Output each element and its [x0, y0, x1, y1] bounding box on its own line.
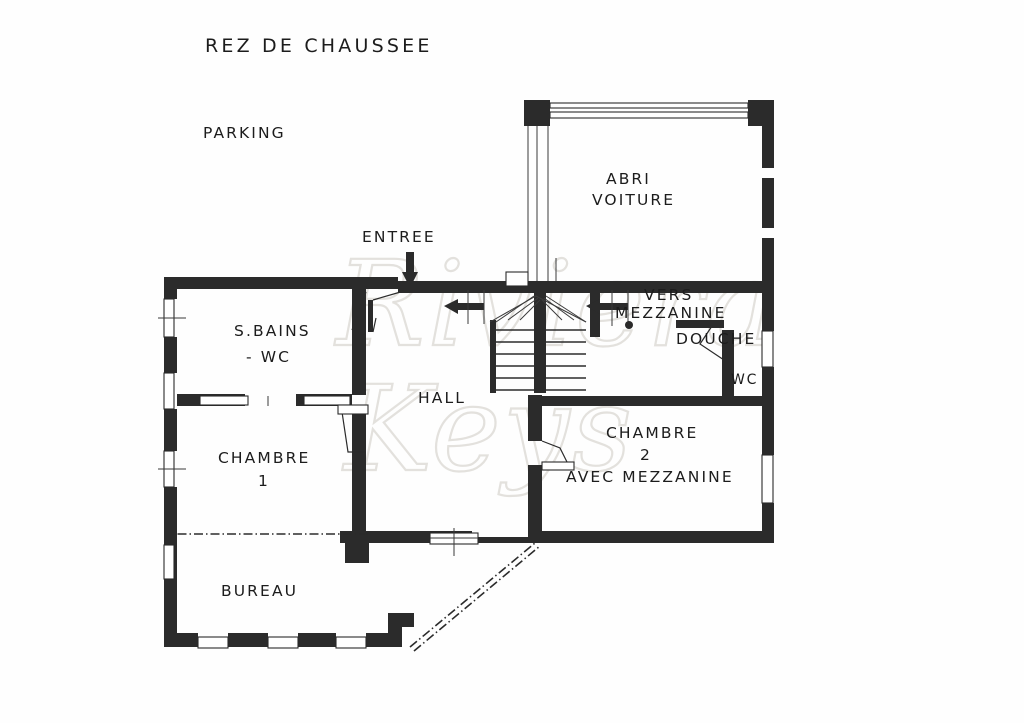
- watermark-line2: Keys: [342, 360, 634, 498]
- window-left-4: [163, 544, 175, 580]
- label-s-bains-2: - WC: [246, 348, 291, 366]
- label-wc: WC: [731, 372, 758, 388]
- window-right-1: [761, 330, 774, 368]
- label-hall: HALL: [418, 389, 466, 407]
- label-parking: PARKING: [203, 124, 286, 142]
- page-title: REZ DE CHAUSSEE: [205, 35, 433, 57]
- terrace-boundary: [176, 533, 541, 652]
- entrance-arrow-icon: [402, 252, 418, 288]
- window-right-2: [761, 454, 774, 504]
- label-bureau: BUREAU: [221, 582, 298, 600]
- window-bottom-2: [267, 636, 299, 649]
- label-chambre1-2: 1: [258, 472, 270, 490]
- label-entree: ENTREE: [362, 228, 436, 246]
- label-chambre2-1: CHAMBRE: [606, 424, 698, 442]
- windows: [158, 298, 774, 649]
- room-abri-voiture: ABRI VOITURE: [524, 100, 774, 282]
- window-bottom-1: [197, 636, 229, 649]
- staircase: [489, 258, 587, 393]
- doors: [337, 290, 725, 556]
- label-abri-voiture-1: ABRI: [606, 170, 651, 188]
- label-abri-voiture-2: VOITURE: [592, 191, 675, 209]
- label-chambre2-2: 2: [640, 446, 652, 464]
- arrow-left-icon-2: [586, 290, 633, 329]
- label-chambre2-3: AVEC MEZZANINE: [566, 468, 734, 486]
- room-labels: S.BAINS - WC CHAMBRE 1 HALL BUREAU CHAMB…: [218, 286, 758, 600]
- window-bottom-3: [335, 636, 367, 649]
- label-s-bains-1: S.BAINS: [234, 322, 311, 340]
- interior-walls: [177, 277, 762, 535]
- exterior-walls: [164, 277, 774, 647]
- carport-pillar-nw: [524, 100, 550, 126]
- label-vers-2: MEZZANINE: [615, 304, 726, 322]
- label-vers-1: VERS: [644, 286, 693, 304]
- carport-pillar-ne: [748, 100, 774, 126]
- label-chambre1-1: CHAMBRE: [218, 449, 310, 467]
- window-left-2: [163, 372, 175, 410]
- label-douche: DOUCHE: [676, 330, 756, 348]
- arrow-left-icon-1: [444, 290, 485, 324]
- direction-arrows: [444, 290, 633, 329]
